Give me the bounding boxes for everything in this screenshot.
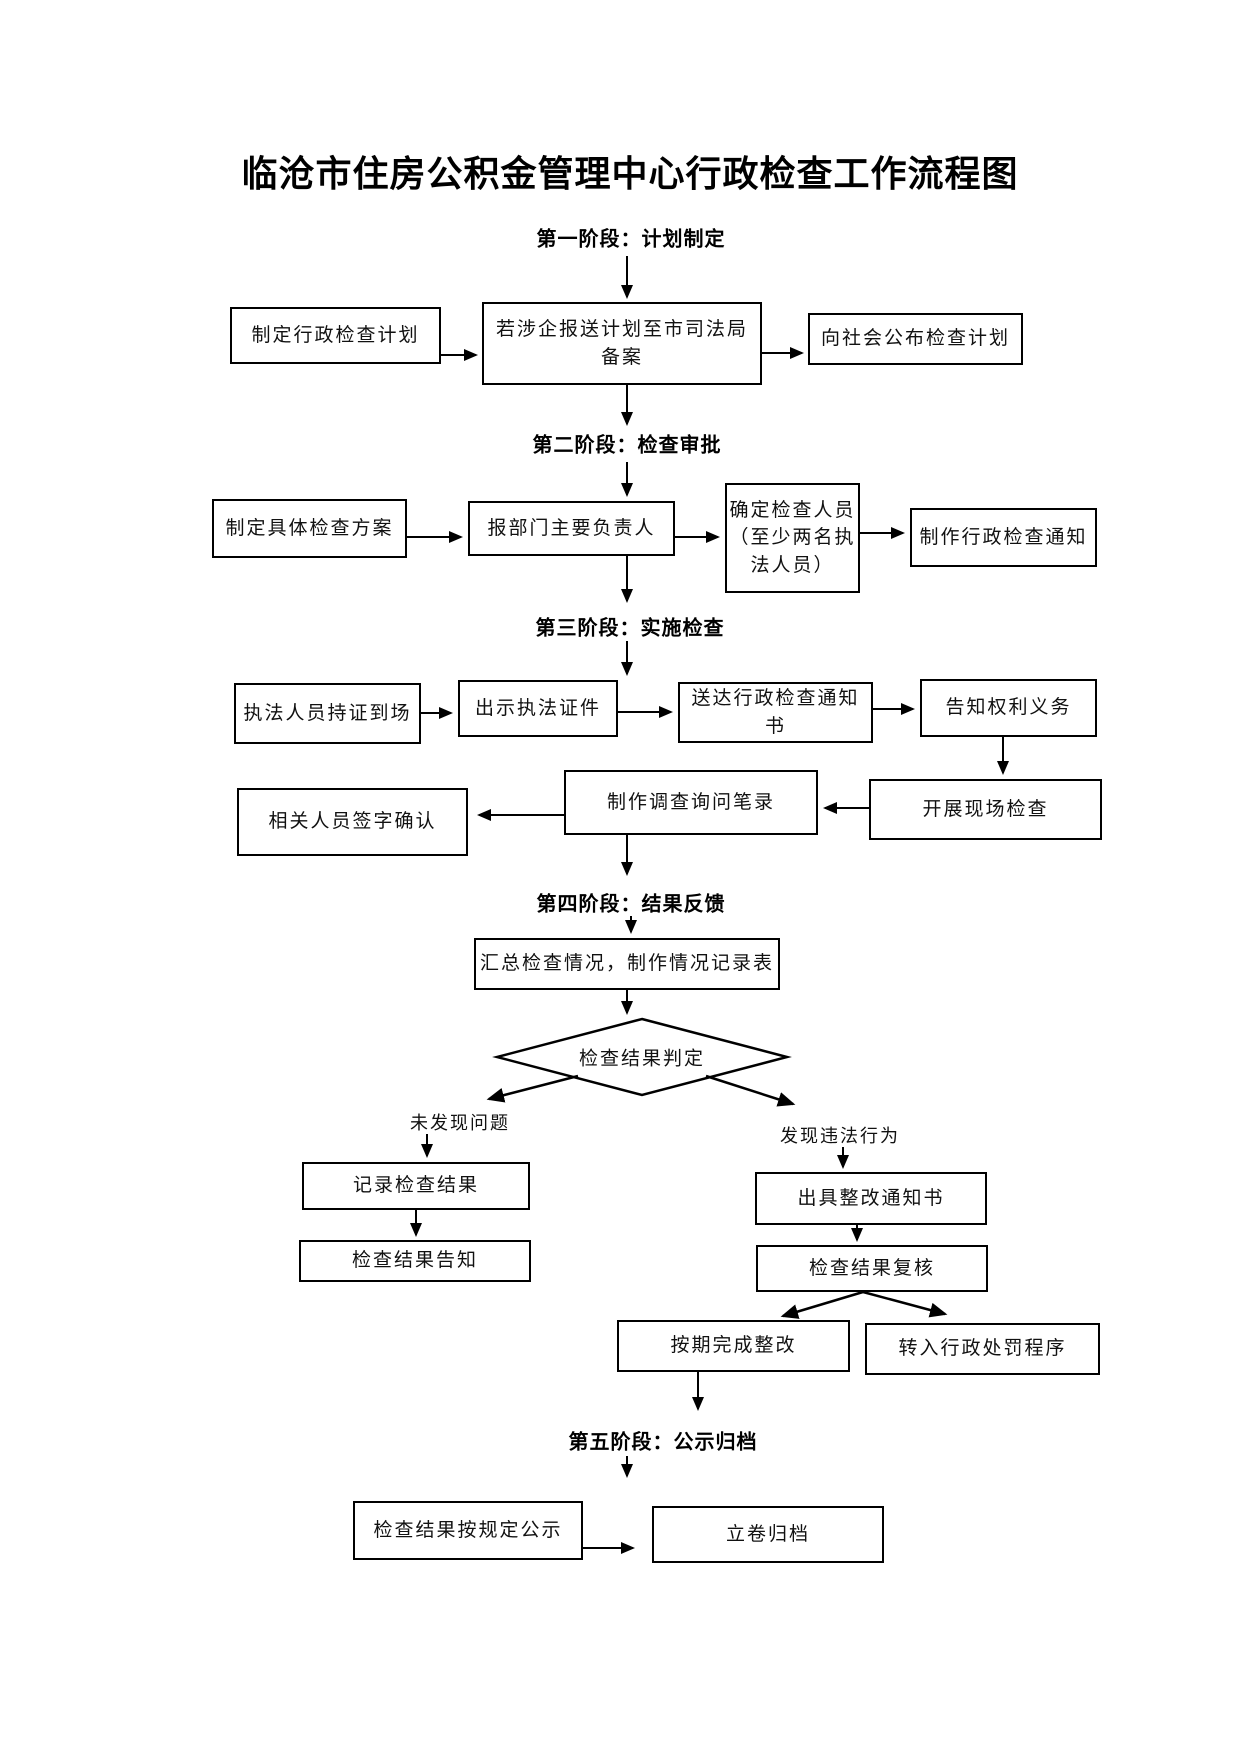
branch-violation-label: 发现违法行为 bbox=[780, 1126, 900, 1147]
stage5-label: 第五阶段：公示归档 bbox=[568, 1429, 758, 1454]
box-inform-result: 检查结果告知 bbox=[299, 1240, 531, 1282]
box-make-specific-scheme: 制定具体检查方案 bbox=[212, 499, 407, 558]
arrow-decision-yes-branch bbox=[705, 1074, 796, 1107]
box-onsite-inspection: 开展现场检查 bbox=[869, 779, 1102, 840]
arrow-review-to-complete bbox=[780, 1290, 864, 1319]
box-determine-personnel: 确定检查人员 （至少两名执 法人员） bbox=[725, 483, 860, 593]
box-officers-arrive: 执法人员持证到场 bbox=[234, 683, 421, 744]
stage4-label: 第四阶段：结果反馈 bbox=[536, 891, 726, 916]
box-report-to-justice-bureau: 若涉企报送计划至市司法局 备案 bbox=[482, 302, 762, 385]
box-report-department-leader: 报部门主要负责人 bbox=[468, 501, 675, 556]
box-deliver-notice: 送达行政检查通知书 bbox=[678, 682, 873, 743]
arrow-decision-no-branch bbox=[486, 1074, 579, 1103]
box-transfer-punishment: 转入行政处罚程序 bbox=[865, 1323, 1100, 1375]
box-review-result: 检查结果复核 bbox=[756, 1245, 988, 1292]
stage1-label: 第一阶段：计划制定 bbox=[536, 226, 726, 251]
stage2-label: 第二阶段：检查审批 bbox=[532, 432, 722, 457]
box-publish-plan: 向社会公布检查计划 bbox=[808, 313, 1023, 365]
box-record-result: 记录检查结果 bbox=[302, 1162, 530, 1210]
box-summarize-results: 汇总检查情况，制作情况记录表 bbox=[474, 938, 780, 990]
decision-diamond bbox=[492, 1017, 792, 1097]
branch-no-problem-label: 未发现问题 bbox=[410, 1113, 510, 1134]
decision-label: 检查结果判定 bbox=[578, 1047, 706, 1070]
box-publicize-result: 检查结果按规定公示 bbox=[353, 1501, 583, 1560]
box-issue-rectification-notice: 出具整改通知书 bbox=[755, 1172, 987, 1225]
page-title: 临沧市住房公积金管理中心行政检查工作流程图 bbox=[241, 153, 1019, 195]
box-sign-confirmation: 相关人员签字确认 bbox=[237, 788, 468, 856]
arrow-review-to-punish bbox=[862, 1290, 948, 1318]
box-show-credentials: 出示执法证件 bbox=[458, 680, 618, 737]
box-make-inspection-plan: 制定行政检查计划 bbox=[230, 307, 441, 364]
box-archive-file: 立卷归档 bbox=[652, 1506, 884, 1563]
box-complete-rectification: 按期完成整改 bbox=[617, 1320, 850, 1372]
box-make-inquiry-record: 制作调查询问笔录 bbox=[564, 770, 818, 835]
box-inform-rights: 告知权利义务 bbox=[920, 679, 1097, 737]
box-make-inspection-notice: 制作行政检查通知 bbox=[910, 508, 1097, 567]
stage3-label: 第三阶段：实施检查 bbox=[535, 615, 725, 640]
